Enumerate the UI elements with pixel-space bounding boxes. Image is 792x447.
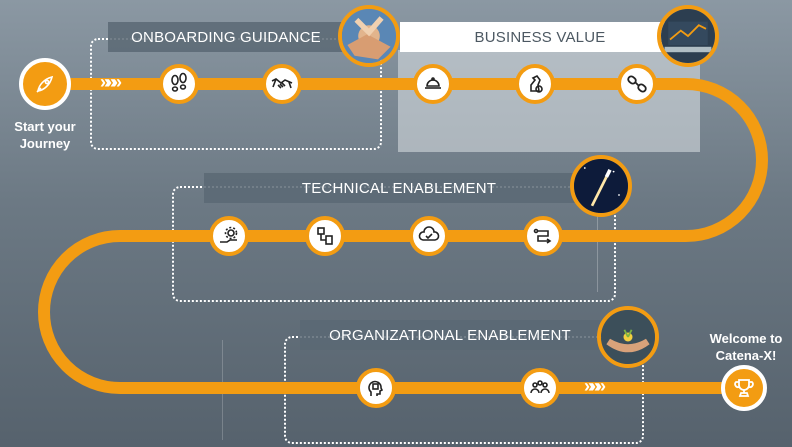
hands-plant-photo	[597, 306, 659, 368]
service-tray-icon	[413, 64, 453, 104]
footsteps-icon	[159, 64, 199, 104]
rocket-icon	[19, 58, 71, 110]
laptop-photo	[657, 5, 719, 67]
section-label-organizational: ORGANIZATIONAL ENABLEMENT	[300, 320, 600, 350]
document-flow-icon	[305, 216, 345, 256]
start-label-line2: Journey	[19, 136, 71, 151]
separator-line	[222, 340, 223, 440]
gear-hand-icon	[209, 216, 249, 256]
section-label-business: BUSINESS VALUE	[400, 22, 680, 52]
teamwork-photo	[338, 5, 400, 67]
start-label: Start your Journey	[2, 118, 88, 152]
handshake-icon	[262, 64, 302, 104]
ai-head-icon	[356, 368, 396, 408]
people-icon	[520, 368, 560, 408]
onboarding-frame	[90, 38, 382, 150]
start-label-line1: Start your	[14, 119, 76, 134]
section-label-technical: TECHNICAL ENABLEMENT	[204, 173, 594, 203]
end-label: Welcome to Catena-X!	[700, 330, 792, 364]
chevron-arrows-start: »»»	[100, 72, 122, 92]
workflow-icon	[523, 216, 563, 256]
chess-knight-icon	[515, 64, 555, 104]
trophy-icon	[721, 365, 767, 411]
end-label-line2: Catena-X!	[715, 348, 777, 363]
section-label-onboarding: ONBOARDING GUIDANCE	[108, 22, 344, 52]
link-icon	[617, 64, 657, 104]
cloud-check-icon	[409, 216, 449, 256]
end-label-line1: Welcome to	[709, 331, 783, 346]
rocket-launch-photo	[570, 155, 632, 217]
chevron-arrows-end: »»»	[584, 376, 606, 396]
